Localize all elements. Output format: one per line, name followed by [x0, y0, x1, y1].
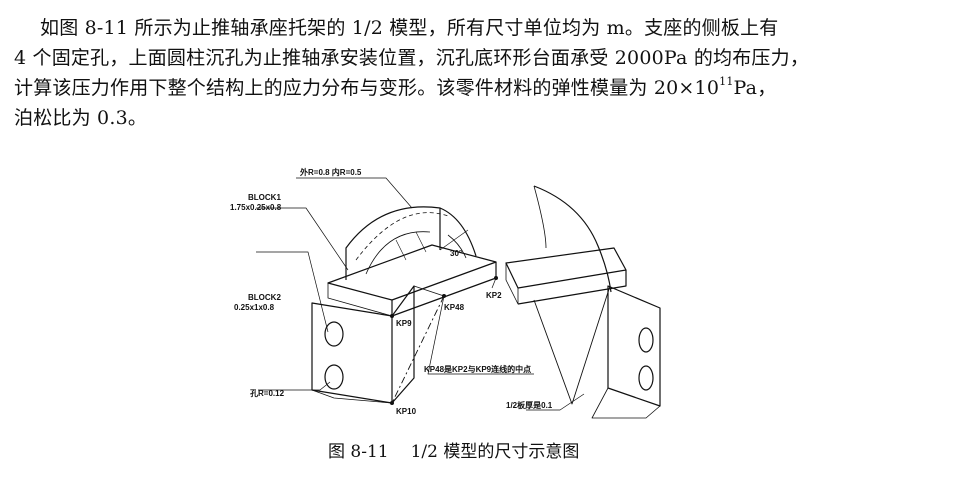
- right-top-slab: [505, 247, 627, 289]
- paragraph-line-3-unit: Pa，: [733, 77, 777, 99]
- kp-points: [390, 276, 498, 405]
- block1-name-label: BLOCK1: [248, 193, 281, 202]
- paragraph-line-4: 泊松比为 0.3。: [14, 107, 148, 129]
- kp10-label: KP10: [396, 407, 417, 416]
- right-hole-upper: [638, 327, 654, 353]
- right-cylinder-edge: [533, 185, 612, 293]
- hole-lower: [324, 364, 344, 390]
- exponent: 11: [719, 75, 734, 88]
- kp9-label: KP9: [396, 319, 412, 328]
- right-hole-lower: [638, 365, 654, 391]
- hole-upper: [324, 321, 344, 347]
- rib-line: [391, 295, 445, 404]
- paragraph-line-3: 计算该压力作用下整个结构上的应力分布与变形。该零件材料的弹性模量为 20×101…: [14, 74, 776, 102]
- figure-number: 图 8-11: [328, 442, 389, 462]
- angle-label: 30°: [450, 249, 462, 258]
- inner-arc: [365, 231, 431, 275]
- block2-side-face: [391, 285, 415, 404]
- left-model-drawing: [256, 177, 534, 404]
- right-rib: [533, 285, 611, 405]
- paragraph-line-3-text: 计算该压力作用下整个结构上的应力分布与变形。该零件材料的弹性模量为 20×10: [14, 77, 720, 99]
- kp48-label: KP48: [444, 303, 465, 312]
- block2-dims-label: 0.25x1x0.8: [234, 303, 275, 312]
- kp2-label: KP2: [486, 291, 502, 300]
- radii-label: 外R=0.8 内R=0.5: [300, 167, 362, 177]
- right-model-drawing: [505, 185, 661, 419]
- dimension-figure: 外R=0.8 内R=0.5 BLOCK1 1.75x0.25x0.8 BLOCK…: [230, 167, 661, 419]
- paragraph-line-1: 如图 8-11 所示为止推轴承座托架的 1/2 模型，所有尺寸单位均为 m。支座…: [40, 17, 779, 39]
- block1-top-face: [327, 244, 497, 301]
- support-left-edge: [345, 206, 441, 280]
- block1-dims-label: 1.75x0.25x0.8: [230, 203, 282, 212]
- paragraph-line-2: 4 个固定孔，上面圆柱沉孔为止推轴承安装位置，沉孔底环形台面承受 2000Pa …: [14, 47, 810, 69]
- hole-radius-label: 孔R=0.12: [250, 388, 285, 398]
- block2-front-face: [311, 302, 393, 404]
- figure-title: 1/2 模型的尺寸示意图: [410, 442, 580, 462]
- support-right-edge: [439, 207, 477, 257]
- thickness-label: 1/2板厚是0.1: [506, 400, 553, 410]
- block2-name-label: BLOCK2: [248, 293, 281, 302]
- kp48-note-label: KP48是KP2与KP9连线的中点: [424, 364, 531, 374]
- figure-caption: 图 8-11 1/2 模型的尺寸示意图: [328, 441, 579, 463]
